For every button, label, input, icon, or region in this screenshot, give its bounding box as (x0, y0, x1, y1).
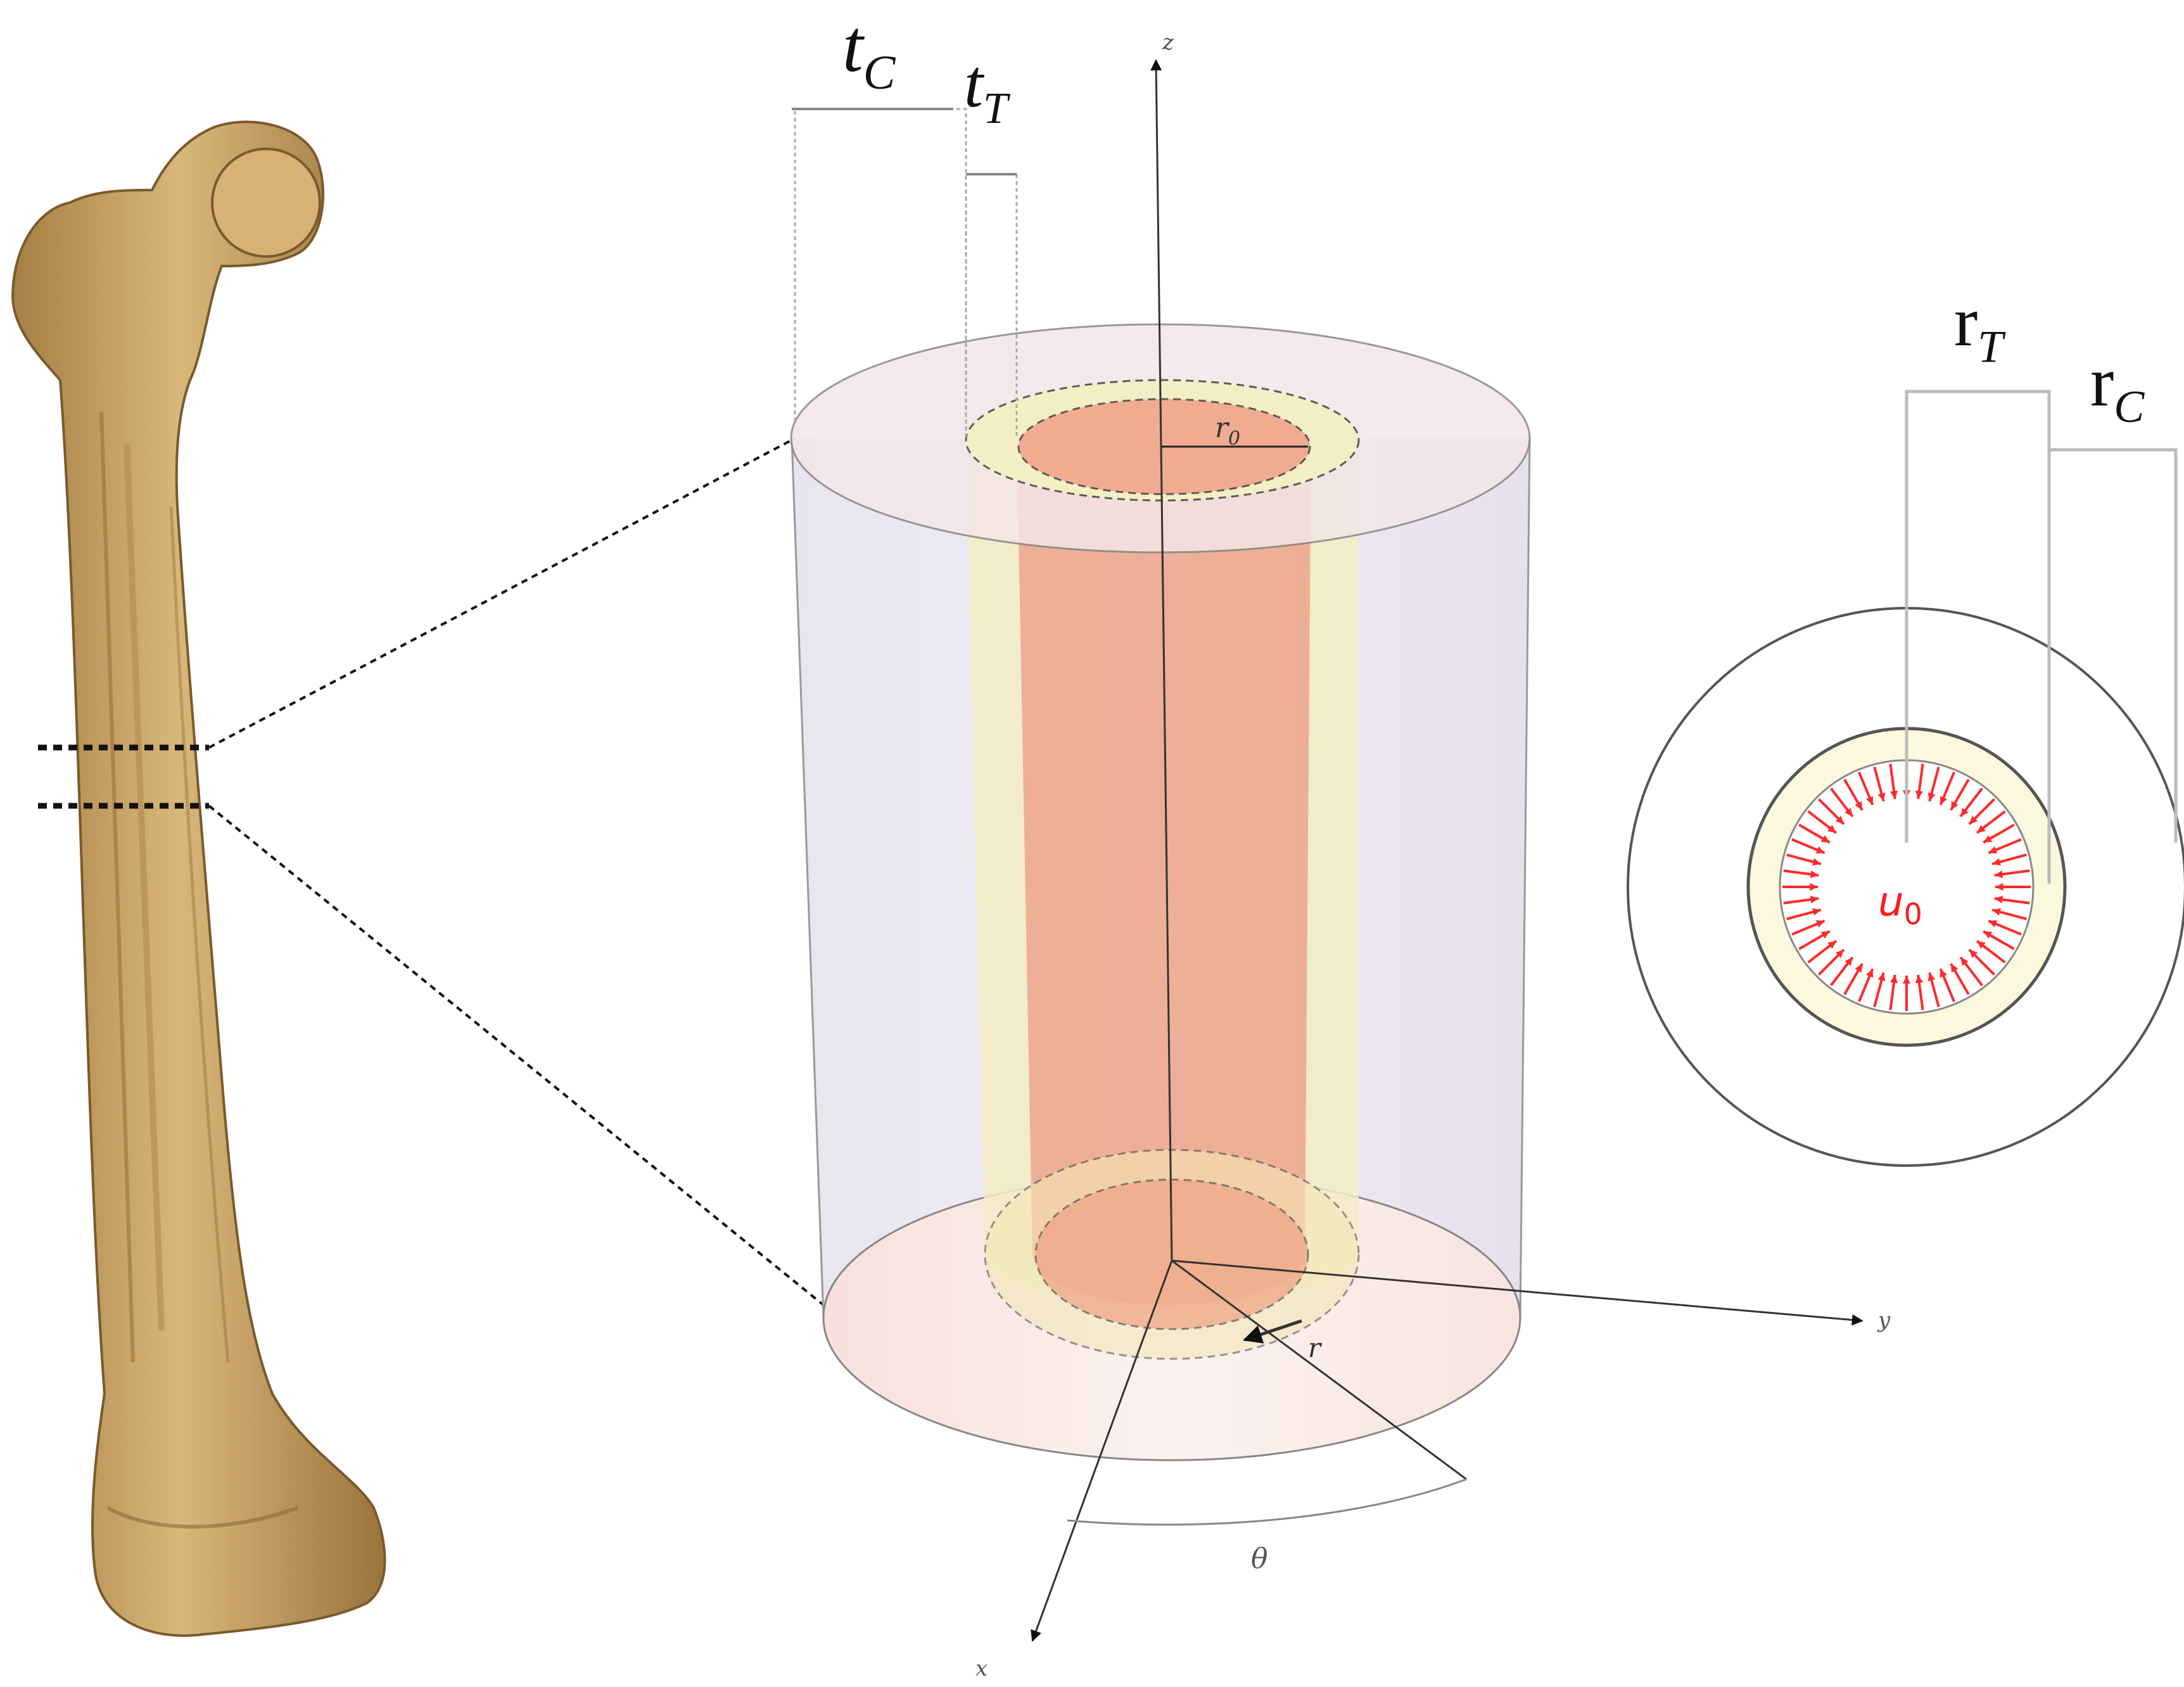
rt-bracket (1905, 390, 2051, 884)
y-axis (1171, 1259, 1863, 1326)
marrow-core (1017, 437, 1311, 1305)
pressure-arrow-head (1835, 815, 1844, 825)
pressure-arrow-head (1810, 895, 1819, 903)
pressure-arrow-head (1855, 801, 1862, 810)
pressure-arrow-head (1890, 974, 1898, 984)
pressure-arrow-head (1835, 949, 1844, 958)
pressure-arrow-head (1915, 974, 1923, 984)
pressure-arrow-head (1977, 941, 1986, 949)
label-tc: tC (842, 4, 896, 99)
pressure-arrow-head (1827, 825, 1836, 833)
pressure-arrow-head (1969, 815, 1978, 825)
pressure-arrow-head (1951, 801, 1959, 810)
pressure-arrow-head (1992, 908, 2001, 916)
labels: tC tT rT rC r0 u0 z y x r θ (842, 4, 2145, 1681)
pressure-arrow-head (1994, 870, 2003, 879)
pressure-arrow-head (1992, 858, 2001, 866)
cylinder-model (790, 323, 1531, 1461)
pressure-arrow-head (1820, 835, 1830, 843)
pressure-arrow-head (1995, 882, 2003, 891)
pressure-arrow-head (1877, 793, 1886, 801)
pressure-arrow-head (1983, 835, 1993, 843)
label-r0: r0 (1215, 412, 1240, 450)
pressure-arrow-head (1890, 790, 1898, 799)
pressure-arrow-head (1960, 957, 1969, 966)
zoom-line-bottom (208, 805, 825, 1306)
label-rc: rC (2090, 343, 2145, 432)
pressure-arrow-head (1855, 964, 1862, 973)
pressure-arrow-head (1988, 846, 1998, 854)
label-x-axis: x (975, 1656, 987, 1681)
pressure-arrow-head (1844, 808, 1853, 817)
pressure-arrow-head (1827, 941, 1836, 949)
label-y-axis: y (1877, 1308, 1891, 1333)
pressure-arrow-head (1812, 858, 1821, 866)
zoom-line-top (208, 437, 796, 749)
pressure-arrow-head (1812, 908, 1821, 916)
pressure-arrow-head (1994, 895, 2003, 903)
pressure-arrow-head (1820, 931, 1830, 939)
radius-arrow (1243, 1319, 1302, 1344)
pressure-arrow-head (1988, 920, 1998, 928)
femur-illustration (11, 120, 386, 1637)
pressure-arrow-head (1865, 796, 1874, 805)
pressure-arrow-head (1940, 796, 1948, 805)
femur-icon (11, 120, 386, 1637)
pressure-arrow-head (1977, 825, 1986, 833)
pressure-arrow-head (1915, 790, 1923, 799)
label-theta: θ (1251, 1543, 1268, 1575)
pressure-arrow-head (1844, 957, 1853, 966)
pressure-arrow-head (1815, 920, 1825, 928)
pressure-arrow-head (1940, 969, 1948, 978)
z-axis (1150, 59, 1173, 1261)
rc-bracket (2049, 448, 2178, 843)
coordinate-axes (1031, 59, 1863, 1642)
pressure-arrow-head (1877, 972, 1886, 981)
pressure-arrow-head (1960, 808, 1969, 817)
pressure-arrow-head (1983, 931, 1993, 939)
thickness-brackets (792, 108, 1018, 437)
femoral-head (211, 148, 321, 258)
pressure-arrow-head (1927, 793, 1936, 801)
pressure-arrow-head (1951, 964, 1959, 973)
label-z-axis: z (1162, 30, 1174, 55)
label-tt: tT (964, 46, 1011, 133)
pressure-arrows-icon (1782, 763, 2031, 1011)
pressure-arrow-head (1815, 846, 1825, 854)
label-u0: u0 (1878, 879, 1922, 931)
theta-arc (1067, 1478, 1467, 1526)
pressure-arrow-head (1902, 976, 1911, 984)
radius-line (1171, 1259, 1467, 1480)
label-rt: rT (1954, 283, 2006, 372)
section-marks (38, 437, 825, 1306)
cross-section (1627, 390, 2184, 1167)
pressure-arrow-head (1810, 882, 1818, 891)
x-axis (1031, 1260, 1173, 1642)
pressure-arrow-head (1969, 949, 1978, 958)
pressure-arrow-head (1865, 969, 1874, 978)
pressure-arrow-head (1810, 870, 1819, 879)
label-radius: r (1308, 1332, 1323, 1363)
pressure-arrow-head (1927, 972, 1936, 981)
